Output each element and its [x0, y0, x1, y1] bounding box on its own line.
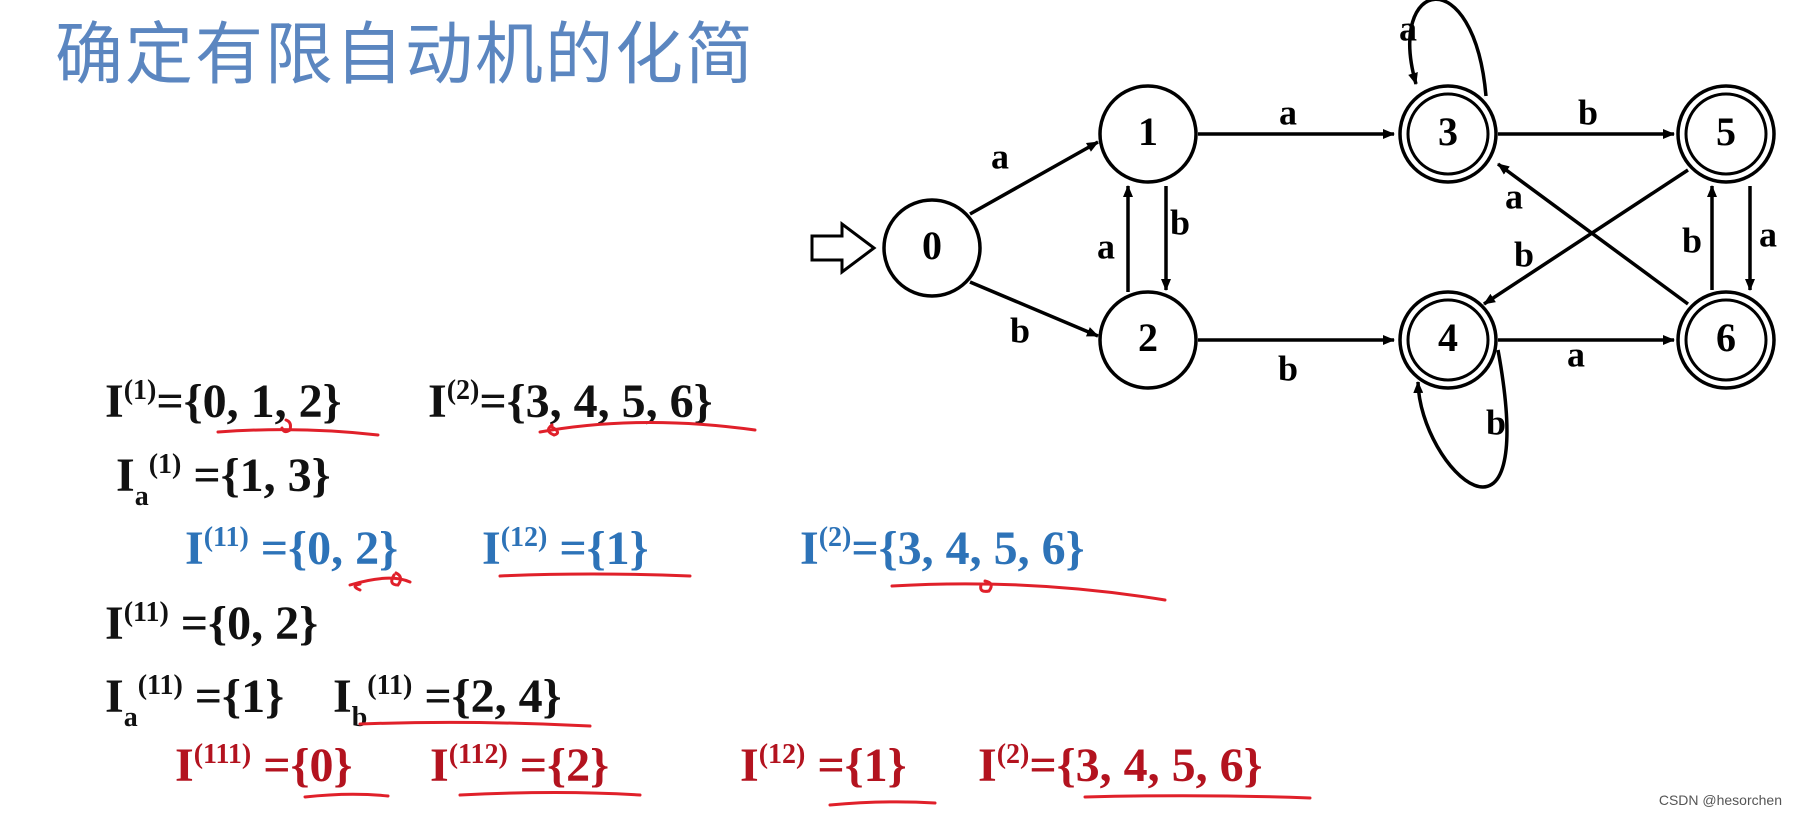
transition-label-2-1: a: [1097, 226, 1115, 266]
transition-label-0-1: a: [991, 136, 1009, 176]
partition-i11: I(11) ={0, 2}: [105, 597, 318, 650]
transition-edge-4-4: [1413, 349, 1509, 489]
transition-label-2-4: b: [1278, 348, 1298, 388]
start-arrow-icon: [810, 221, 877, 275]
state-accept-ring-3: [1406, 92, 1490, 176]
transition-edge-0-1: [969, 140, 1099, 216]
state-label-6: 6: [1716, 315, 1736, 360]
state-label-4: 4: [1438, 315, 1458, 360]
slide-title: 确定有限自动机的化简: [55, 16, 756, 95]
transition-edge-3-3: [1408, 0, 1488, 97]
transition-label-1-2: b: [1170, 202, 1190, 242]
partition-i2: I(2)={3, 4, 5, 6}: [428, 375, 713, 428]
transition-label-0-2: b: [1010, 310, 1030, 350]
partition-i1: I(1)={0, 1, 2}: [105, 375, 342, 428]
partition-i12-blue: I(12) ={1}: [482, 522, 649, 575]
ia-i1: Ia(1) ={1, 3}: [116, 449, 331, 512]
ib-i11: Ib(11) ={2, 4}: [333, 670, 562, 733]
transition-label-5-4: b: [1514, 234, 1534, 274]
state-label-5: 5: [1716, 109, 1736, 154]
partition-i12-red: I(12) ={1}: [740, 739, 907, 792]
transition-edge-6-3: [1496, 162, 1690, 306]
partition-i11-blue: I(11) ={0, 2}: [185, 522, 398, 575]
state-accept-ring-4: [1406, 298, 1490, 382]
partition-i2-red: I(2)={3, 4, 5, 6}: [978, 739, 1263, 792]
state-label-0: 0: [922, 223, 942, 268]
transition-label-6-5: b: [1682, 220, 1702, 260]
transition-edge-0-2: [969, 280, 1099, 338]
state-node-1: [1098, 84, 1198, 184]
partition-i2-blue: I(2)={3, 4, 5, 6}: [800, 522, 1085, 575]
transition-label-5-6: a: [1759, 214, 1777, 254]
state-node-4: [1398, 290, 1498, 390]
transition-label-3-5: b: [1578, 92, 1598, 132]
state-accept-ring-5: [1684, 92, 1768, 176]
transition-label-4-6: a: [1567, 334, 1585, 374]
transition-label-3-3: a: [1399, 8, 1417, 48]
state-node-2: [1098, 290, 1198, 390]
watermark: CSDN @hesorchen: [1658, 792, 1782, 808]
state-node-0: [882, 198, 982, 298]
transition-edge-5-4: [1483, 168, 1689, 306]
transition-label-4-4: b: [1486, 402, 1506, 442]
state-label-3: 3: [1438, 109, 1458, 154]
state-node-3: [1398, 84, 1498, 184]
transition-label-6-3: a: [1505, 176, 1523, 216]
state-accept-ring-6: [1684, 298, 1768, 382]
partition-i111-red: I(111) ={0}: [175, 739, 353, 792]
partition-i112-red: I(112) ={2}: [430, 739, 609, 792]
state-label-2: 2: [1138, 315, 1158, 360]
ia-i11: Ia(11) ={1}: [105, 670, 284, 733]
state-node-6: [1676, 290, 1776, 390]
state-node-5: [1676, 84, 1776, 184]
state-label-1: 1: [1138, 109, 1158, 154]
transition-label-1-3: a: [1279, 92, 1297, 132]
